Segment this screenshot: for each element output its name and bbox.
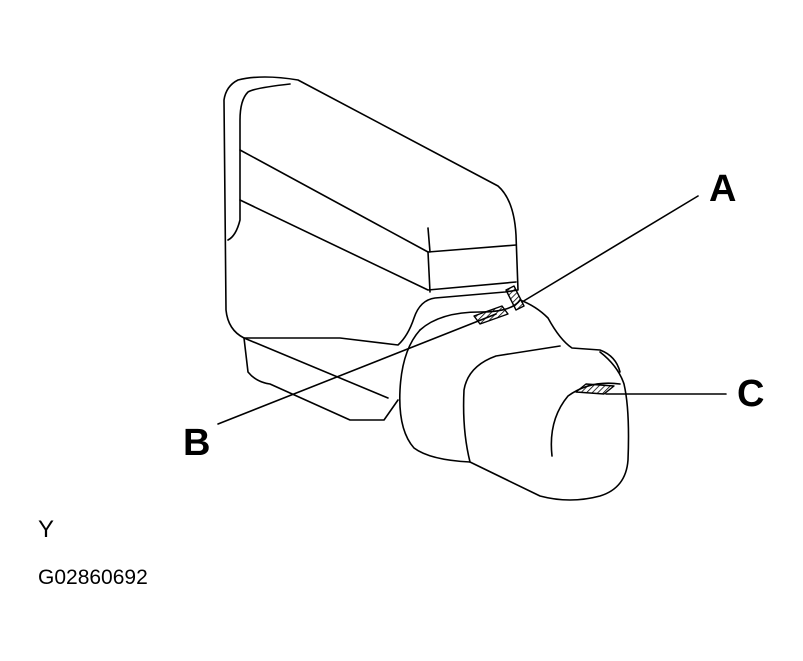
base-plate-edge <box>244 338 388 398</box>
marker-c <box>576 384 614 394</box>
connector-plug-face <box>551 383 620 456</box>
housing-inner-rim <box>228 84 290 240</box>
housing-band-edge-bottom <box>428 252 430 292</box>
marker-a <box>506 286 524 310</box>
callout-label-a: A <box>709 168 737 210</box>
upper-housing-outline <box>224 77 518 345</box>
connector-neck <box>520 300 620 372</box>
leader-line-b <box>218 314 496 424</box>
housing-band-lower <box>240 200 516 290</box>
base-plate-outline <box>244 338 398 420</box>
marker-b <box>474 306 508 324</box>
housing-band-upper <box>240 150 516 252</box>
callout-label-b: B <box>183 422 211 464</box>
connector-plug-front <box>464 346 560 462</box>
callout-label-c: C <box>737 373 765 415</box>
connector-collar <box>420 300 520 330</box>
figure-code: G02860692 <box>38 566 148 589</box>
housing-band-edge-top <box>428 228 430 252</box>
view-letter: Y <box>38 516 55 543</box>
connector-plug-outline <box>400 330 629 500</box>
leader-line-a <box>522 196 698 302</box>
